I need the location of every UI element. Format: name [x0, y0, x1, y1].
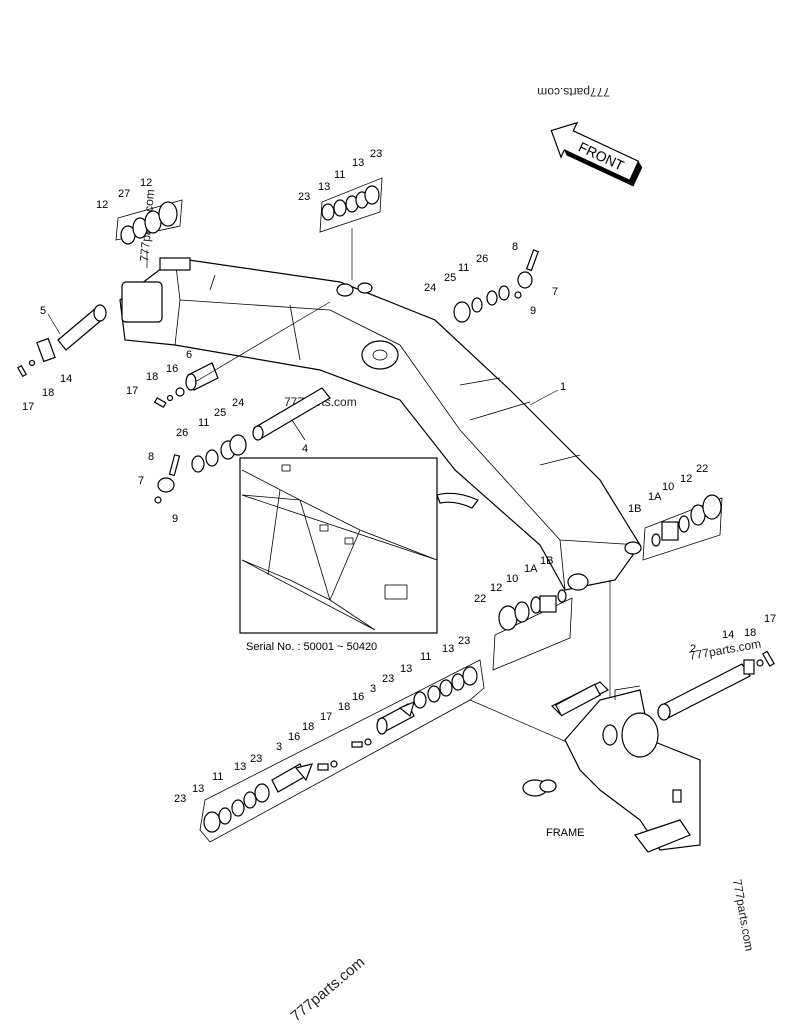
callout-14: 14 [60, 373, 72, 385]
callout-12: 12 [140, 177, 152, 189]
callout-24: 24 [232, 397, 244, 409]
callout-12: 12 [680, 473, 692, 485]
callout-23: 23 [458, 635, 470, 647]
callout-5: 5 [40, 305, 46, 317]
callout-22: 22 [696, 463, 708, 475]
callout-11: 11 [420, 651, 431, 663]
callout-11: 11 [334, 169, 345, 181]
callout-1a: 1A [524, 563, 538, 575]
watermark-bottom: 777parts.com [288, 954, 369, 1025]
callout-11: 11 [212, 771, 223, 783]
frame-label: FRAME [546, 827, 585, 839]
serial-note: Serial No. : 50001 ~ 50420 [246, 641, 377, 653]
callout-2: 2 [690, 643, 696, 655]
callout-23: 23 [382, 673, 394, 685]
callout-13: 13 [352, 157, 364, 169]
washer-group-left-mid [154, 434, 247, 504]
callout-18: 18 [146, 371, 158, 383]
callout-9: 9 [530, 305, 536, 317]
inset-detail [239, 457, 479, 634]
callout-16: 16 [288, 731, 300, 743]
callout-13: 13 [318, 181, 330, 193]
callout-23: 23 [298, 191, 310, 203]
callout-1b: 1B [628, 503, 641, 515]
callout-18: 18 [302, 721, 314, 733]
callout-23: 23 [250, 753, 262, 765]
callout-1a: 1A [648, 491, 662, 503]
pin-group-upper-right [453, 249, 540, 323]
pin-6-group [153, 301, 331, 409]
callout-22: 22 [474, 593, 486, 605]
boom-body [119, 257, 642, 591]
callout-8: 8 [512, 241, 518, 253]
callout-13: 13 [192, 783, 204, 795]
callout-10: 10 [506, 573, 518, 585]
callout-17: 17 [320, 711, 332, 723]
callout-26: 26 [176, 427, 188, 439]
callout-25: 25 [214, 407, 226, 419]
callout-12: 12 [490, 582, 502, 594]
pin-5-group [16, 304, 107, 378]
callout-16: 16 [166, 363, 178, 375]
kit-lower-center [492, 589, 573, 671]
callout-8: 8 [148, 451, 154, 463]
callout-27: 27 [118, 188, 130, 200]
pin-4 [252, 387, 331, 441]
frame-assembly [522, 681, 701, 853]
callout-12: 12 [96, 199, 108, 211]
callout-11: 11 [458, 262, 469, 274]
callout-24: 24 [424, 282, 436, 294]
callout-26: 26 [476, 253, 488, 265]
callout-23: 23 [370, 148, 382, 160]
callout-18: 18 [42, 387, 54, 399]
callout-1b: 1B [540, 555, 553, 567]
callout-1: 1 [560, 381, 566, 393]
callout-18: 18 [744, 627, 756, 639]
callout-23: 23 [174, 793, 186, 805]
pin-2-group [657, 650, 775, 721]
callout-9: 9 [172, 513, 178, 525]
callout-7: 7 [138, 475, 144, 487]
callout-17: 17 [126, 385, 138, 397]
callout-14: 14 [722, 629, 734, 641]
callout-13: 13 [400, 663, 412, 675]
watermark-side: 777parts.com [730, 878, 756, 952]
callout-7: 7 [552, 286, 558, 298]
callout-18: 18 [338, 701, 350, 713]
callout-16: 16 [352, 691, 364, 703]
callout-11: 11 [198, 417, 209, 429]
front-arrow-icon: FRONT [550, 121, 643, 187]
callout-13: 13 [234, 761, 246, 773]
callout-17: 17 [764, 613, 776, 625]
callout-3: 3 [370, 683, 376, 695]
callout-4: 4 [302, 443, 308, 455]
kit-top-left [115, 199, 183, 268]
callout-17: 17 [22, 401, 34, 413]
callout-13: 13 [442, 643, 454, 655]
callout-10: 10 [662, 481, 674, 493]
kit-top-mid [319, 177, 383, 280]
callout-3: 3 [276, 741, 282, 753]
callout-25: 25 [444, 272, 456, 284]
kit-bottom-band [199, 659, 621, 843]
callout-6: 6 [186, 349, 192, 361]
watermark-top: 777parts.com [537, 85, 610, 99]
